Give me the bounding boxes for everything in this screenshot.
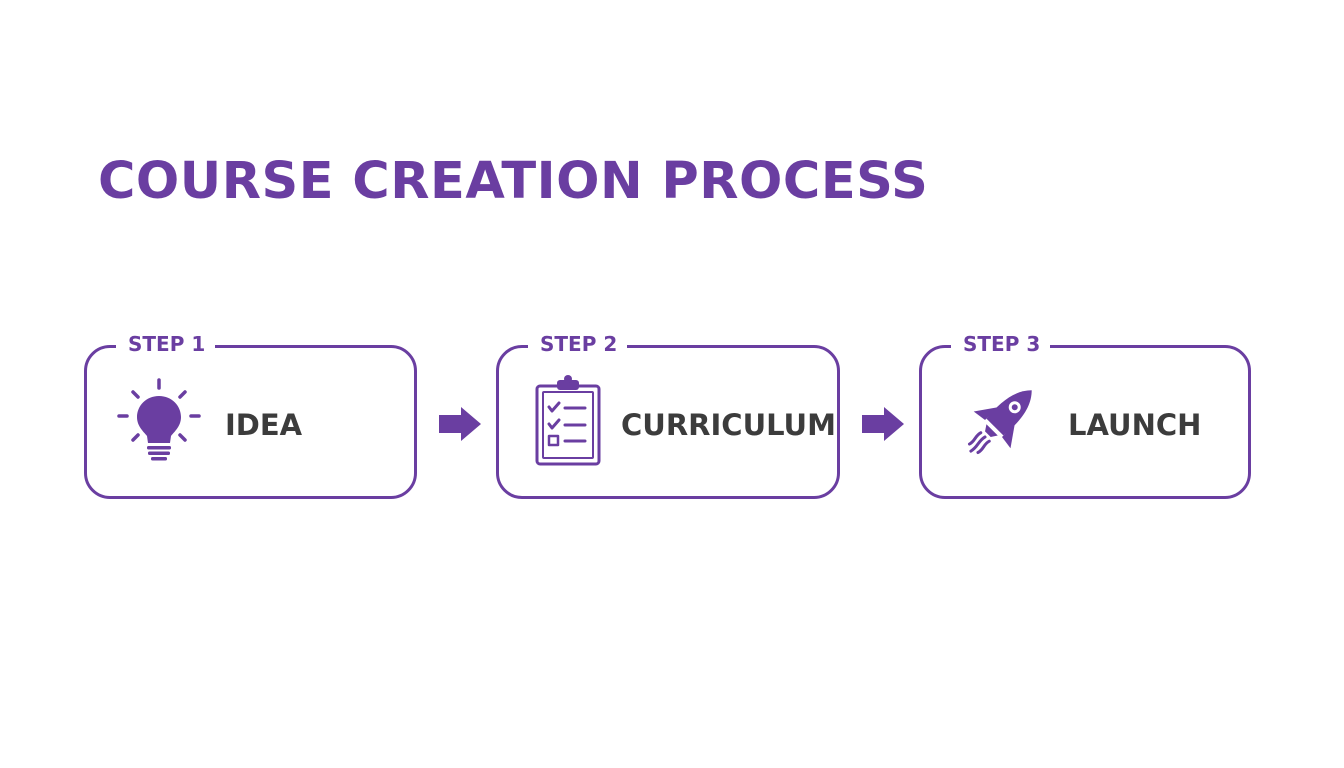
step-box-launch: STEP 3 LAUNCH <box>919 327 1251 499</box>
step-tag: STEP 3 <box>951 327 1051 361</box>
step-tag: STEP 2 <box>528 327 628 361</box>
step-box-idea: STEP 1 IDEA <box>84 327 417 499</box>
step-label: IDEA <box>225 408 303 442</box>
step-label: CURRICULUM <box>621 408 836 442</box>
step-box-curriculum: STEP 2 CURRICULUM <box>496 327 840 499</box>
page-title: COURSE CREATION PROCESS <box>98 152 929 211</box>
step-tag: STEP 1 <box>116 327 216 361</box>
lightbulb-icon <box>113 376 205 468</box>
arrow-right-icon <box>860 405 906 443</box>
arrow-right-icon <box>437 405 483 443</box>
step-label: LAUNCH <box>1068 408 1202 442</box>
clipboard-checklist-icon <box>523 374 615 466</box>
rocket-icon <box>956 374 1048 466</box>
